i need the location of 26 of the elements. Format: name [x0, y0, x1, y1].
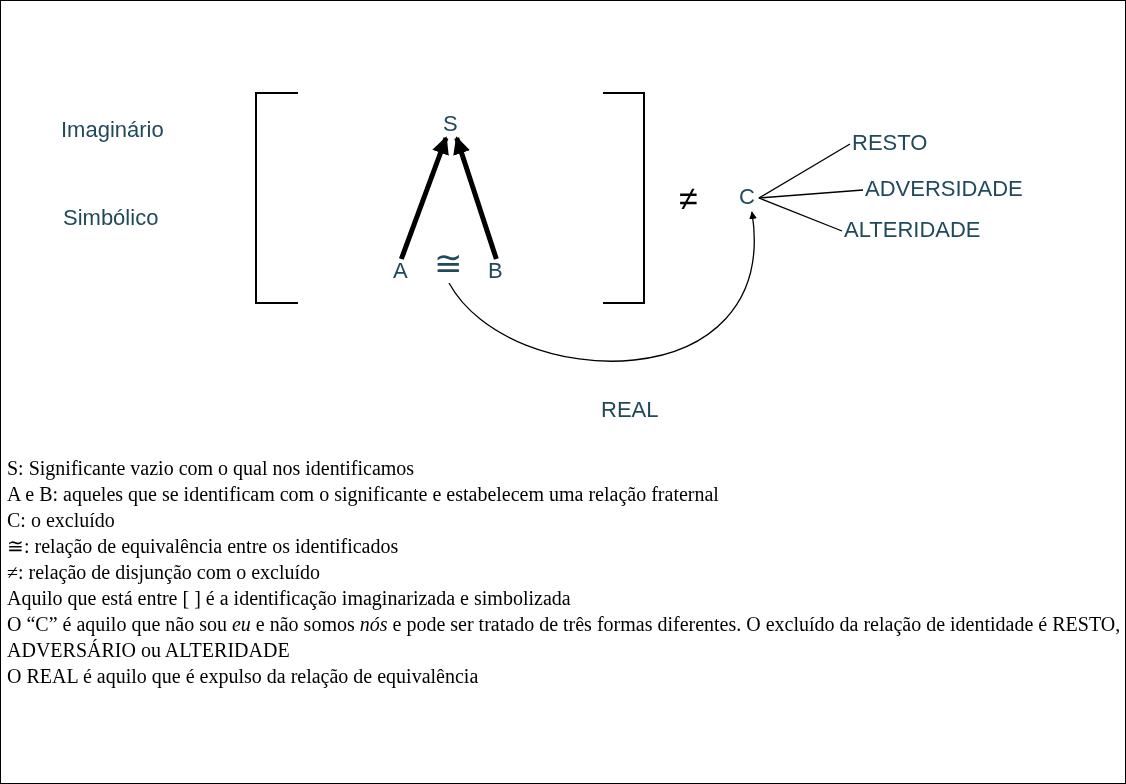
legend-note: ≅: relação de equivalência entre os identificados	[7, 534, 400, 559]
signifier-letter: S	[443, 113, 458, 135]
legend-note: O “C” é aquilo que não sou eu e não somos nós e pode ser tratado de três formas diferentes. O excluído da relação de identidade é RESTO, ADVERSÁRIO ou ALTERIDADE	[7, 612, 1122, 663]
letter-label: A	[393, 260, 408, 282]
legend-note: ≠: relação de disjunção com o excluído	[7, 560, 322, 585]
legend-note: O REAL é aquilo que é expulso da relação de equivalência	[7, 664, 480, 689]
arrow	[399, 136, 449, 260]
letter-label: C	[739, 186, 755, 208]
legend-note: Aquilo que está entre [ ] é a identificação imaginarizada e simbolizada	[7, 586, 572, 611]
word-label: ALTERIDADE	[844, 219, 981, 241]
legend-note: S: Significante vazio com o qual nos identificamos	[7, 456, 416, 481]
arrow	[453, 136, 499, 260]
edge-label: REAL	[601, 399, 659, 421]
connector-line	[758, 189, 864, 199]
curved-arrow	[448, 211, 757, 362]
legend-note: A e B: aqueles que se identificam com o significante e estabelecem uma relação fraternal	[7, 482, 720, 507]
connector-line	[758, 197, 843, 232]
word-label: RESTO	[852, 132, 928, 154]
word-label: ADVERSIDADE	[865, 178, 1023, 200]
axis-label: Simbólico	[63, 207, 159, 229]
axis-label: Imaginário	[61, 119, 164, 141]
connector-line	[758, 143, 851, 199]
not-equal-symbol: ≠	[679, 181, 698, 215]
legend-note: C: o excluído	[7, 508, 116, 533]
congruence-symbol: ≅	[434, 246, 462, 280]
letter-label: B	[488, 260, 503, 282]
